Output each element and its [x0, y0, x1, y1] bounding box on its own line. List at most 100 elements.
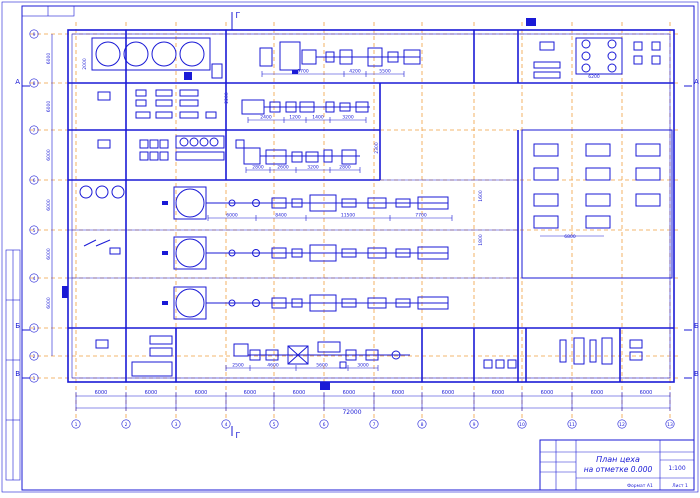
column-axis-bubble — [369, 419, 379, 429]
row-axis-bubble — [29, 125, 39, 135]
column-axis-bubble — [319, 419, 329, 429]
line7-dimension-label: 4600 — [267, 363, 279, 369]
reactor-inlet — [162, 301, 168, 305]
line3-dimension-label: 2800 — [252, 165, 264, 171]
side-dimension-label: 2300 — [374, 142, 380, 154]
reactor-unit — [309, 294, 337, 312]
column-axis-bubble — [469, 419, 479, 429]
line3-dimension-label: 3200 — [307, 165, 319, 171]
row-axis-label: 5 — [33, 228, 36, 234]
line2-dimension-label: 1200 — [289, 115, 301, 121]
reactor-frame — [173, 286, 207, 320]
section-cut-letter: Б — [15, 322, 20, 330]
title-block: План цеха на отметке 0.000 1:100 Лист 1 … — [539, 439, 695, 491]
column-axis-label: 3 — [175, 422, 178, 428]
side-dimension-label: 1600 — [478, 190, 484, 202]
line4-dimension-label: 7700 — [415, 213, 427, 219]
column-axis-label: 8 — [421, 422, 424, 428]
line2-dimension-label: 2400 — [260, 115, 272, 121]
line3-dimension-label: 2800 — [339, 165, 351, 171]
section-cut-letter-top: Г — [236, 11, 241, 20]
reactor-unit — [395, 198, 411, 208]
building-outline — [67, 29, 675, 383]
reactor-inlet — [162, 251, 168, 255]
column-axis-label: 1 — [75, 422, 78, 428]
line3-dimension-label: 2600 — [277, 165, 289, 171]
reactor-vessel — [175, 188, 205, 218]
column-axis-label: 9 — [473, 422, 476, 428]
column-axis-bubble — [517, 419, 527, 429]
title-line-2: на отметке 0.000 — [584, 465, 653, 474]
side-dimension-label: 1800 — [478, 234, 484, 246]
column-axis-bubble — [121, 419, 131, 429]
line4-dimension-label: 11500 — [341, 213, 355, 219]
reactor-unit — [367, 247, 387, 259]
pump-room-row4 — [79, 185, 125, 255]
column-axis-label: 10 — [519, 422, 525, 428]
reactor-unit — [291, 298, 303, 308]
left-dimension-label: 6000 — [46, 248, 52, 260]
reactor-unit — [417, 246, 449, 260]
reactor-pump — [252, 249, 260, 257]
reactor-unit — [395, 248, 411, 258]
span-dimension-label: 6000 — [541, 390, 554, 396]
reactor-pump — [252, 199, 260, 207]
section-cut-letter: В — [694, 370, 699, 378]
row-axis-bubble — [29, 225, 39, 235]
line4-dimension-label: 6000 — [226, 213, 238, 219]
reactor-valve — [228, 199, 236, 207]
span-dimension-label: 6000 — [293, 390, 306, 396]
span-dimension-label: 6000 — [442, 390, 455, 396]
span-dimension-label: 6000 — [343, 390, 356, 396]
reactor-frame — [173, 186, 207, 220]
right-hall-equipment — [533, 143, 661, 229]
span-dimension-label: 6000 — [145, 390, 158, 396]
row-axis-label: 6 — [33, 178, 36, 184]
reactor-pump — [252, 299, 260, 307]
row-axis-bubble — [29, 273, 39, 283]
row-axis-label: 7 — [33, 128, 36, 134]
section-cut-letter: А — [15, 78, 20, 86]
line7-dimension-label: 3000 — [357, 363, 369, 369]
line4-dimension-label: 8400 — [275, 213, 287, 219]
column-axis-bubble — [567, 419, 577, 429]
production-line-2 — [241, 99, 370, 115]
span-dimension-label: 6000 — [492, 390, 505, 396]
span-dimension-label: 6000 — [195, 390, 208, 396]
span-dimension-label: 6000 — [95, 390, 108, 396]
reactor-unit — [271, 197, 287, 209]
title-format: Формат А1 — [627, 483, 653, 489]
reactor-unit — [271, 297, 287, 309]
reactor-unit — [341, 298, 357, 308]
reactor-frame — [173, 236, 207, 270]
row-axis-label: 2 — [33, 354, 36, 360]
production-line-1 — [259, 41, 421, 74]
partition-walls — [68, 30, 674, 382]
column-axis-bubble — [171, 419, 181, 429]
column-axis-bubble — [617, 419, 627, 429]
left-dimension-label: 6000 — [46, 199, 52, 211]
title-line-1: План цеха — [596, 455, 640, 464]
row-axis-bubble — [29, 78, 39, 88]
column-axis-bubble — [665, 419, 675, 429]
reactor-valve — [228, 249, 236, 257]
reactor-unit — [367, 197, 387, 209]
reactor-unit — [341, 248, 357, 258]
column-axis-label: 12 — [619, 422, 625, 428]
row-axis-label: 4 — [33, 276, 36, 282]
side-dimension-label: 6800 — [564, 234, 576, 240]
reactor-vessel — [175, 288, 205, 318]
column-axis-bubble — [417, 419, 427, 429]
section-cut-letter: А — [694, 78, 699, 86]
left-dimension-label: 6000 — [46, 101, 52, 113]
reactor-valve — [228, 299, 236, 307]
section-cut-letter-bottom: Г — [236, 431, 241, 440]
column-axis-label: 11 — [569, 422, 575, 428]
line1-dimension-label: 4200 — [349, 69, 361, 75]
total-dimension-label: 72000 — [342, 409, 361, 416]
top-stamp — [21, 5, 75, 17]
